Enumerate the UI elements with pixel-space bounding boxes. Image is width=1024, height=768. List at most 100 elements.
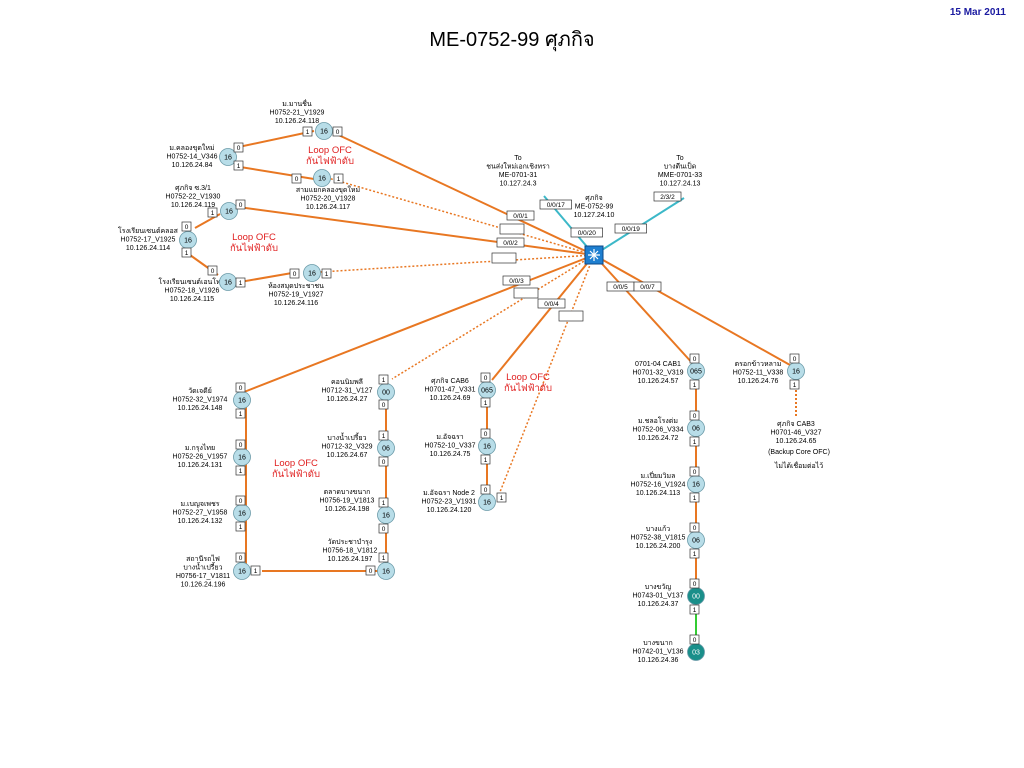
port-box bbox=[235, 552, 246, 563]
port-label: 0 bbox=[382, 459, 386, 466]
node-info-text: H0752-19_V1927 bbox=[269, 292, 324, 299]
port-box bbox=[378, 497, 389, 508]
node-info-text: 10.126.24.197 bbox=[328, 556, 373, 563]
link-hub-cab6 bbox=[491, 254, 595, 381]
node-info-text: H0752-32_V1974 bbox=[173, 397, 228, 404]
node-info-text: H0752-14_V346 bbox=[167, 154, 218, 161]
port-label: 0 bbox=[693, 581, 697, 588]
port-box bbox=[689, 410, 700, 421]
node-info-text: ศุภกิจ ซ.3/1 bbox=[175, 184, 211, 192]
port-label: 1 bbox=[382, 433, 386, 440]
node-badge: 16 bbox=[483, 500, 491, 507]
port-placeholder-box bbox=[558, 310, 584, 322]
node-info-text: 10.126.24.200 bbox=[636, 543, 681, 550]
port-box bbox=[378, 430, 389, 441]
node-badge: 16 bbox=[692, 482, 700, 489]
node-info-text: 10.126.24.72 bbox=[638, 435, 679, 442]
port-box bbox=[321, 268, 332, 279]
port-label: 0 bbox=[369, 568, 373, 575]
port-placeholder-box bbox=[499, 223, 525, 235]
node-badge: 16 bbox=[238, 569, 246, 576]
node-info-text: 10.126.24.115 bbox=[170, 296, 214, 303]
loop-ofc-label: กันไฟฟ้าดับ bbox=[272, 468, 320, 480]
port-box bbox=[689, 604, 700, 615]
port-box bbox=[207, 207, 218, 218]
link-mananchuen-khlongkhut bbox=[233, 130, 315, 149]
port-label: 1 bbox=[306, 129, 310, 136]
node-circle-icon[interactable] bbox=[303, 264, 321, 282]
port-label: 1 bbox=[382, 555, 386, 562]
node-badge: 00 bbox=[382, 390, 390, 397]
port-label: 1 bbox=[693, 495, 697, 502]
node-info-text: 10.126.24.114 bbox=[126, 245, 170, 252]
node-info-text: H0752-20_V1928 bbox=[301, 196, 356, 203]
port-box bbox=[378, 552, 389, 563]
port-label: 1 bbox=[337, 176, 341, 183]
node-info-text: ตลาดบางขนาก bbox=[324, 489, 371, 496]
node-info-text: 10.126.24.198 bbox=[325, 506, 370, 513]
node-circle-icon[interactable] bbox=[220, 202, 238, 220]
node-circle-icon[interactable] bbox=[219, 148, 237, 166]
node-info-text: MME-0701-33 bbox=[658, 172, 702, 179]
port-label: 0/0/20 bbox=[578, 230, 596, 237]
node-badge: 03 bbox=[692, 650, 700, 657]
port-label: 0 bbox=[382, 402, 386, 409]
port-label: 1 bbox=[239, 411, 243, 418]
link-hub-supakit-3-1 bbox=[237, 206, 595, 256]
port-label: 1 bbox=[239, 468, 243, 475]
link-hub-atchara-node2 bbox=[497, 254, 595, 498]
port-box bbox=[689, 548, 700, 559]
node-info-text: บางน้ำเปรี้ยว bbox=[327, 431, 366, 442]
node-info-text: H0752-17_V1925 bbox=[121, 237, 176, 244]
node-info-text: ม.ชลอโรงต่ม bbox=[638, 416, 678, 425]
port-box bbox=[689, 578, 700, 589]
port-label: 1 bbox=[185, 250, 189, 257]
port-label: 0 bbox=[239, 442, 243, 449]
node-badge: 06 bbox=[692, 426, 700, 433]
node-info-text: 10.126.24.37 bbox=[638, 601, 679, 608]
node-info-text: 10.127.24.10 bbox=[574, 212, 615, 219]
port-box bbox=[689, 466, 700, 477]
node-info-text: To bbox=[676, 155, 684, 162]
node-circle-icon[interactable] bbox=[313, 169, 331, 187]
node-badge: 16 bbox=[238, 511, 246, 518]
port-box bbox=[689, 492, 700, 503]
port-label: 0/0/7 bbox=[640, 284, 655, 291]
node-info-text: ม.เบญจเพชร bbox=[181, 501, 220, 508]
node-info-text: 10.126.24.120 bbox=[427, 507, 472, 514]
port-label: 0/0/17 bbox=[547, 202, 565, 209]
node-circle-icon[interactable] bbox=[233, 562, 251, 580]
port-label: 0 bbox=[693, 525, 697, 532]
port-box bbox=[235, 199, 246, 210]
node-circle-icon[interactable] bbox=[377, 562, 395, 580]
node-info-text: H0756-19_V1813 bbox=[320, 498, 375, 505]
port-label: 1 bbox=[239, 280, 243, 287]
port-box bbox=[207, 265, 218, 276]
port-label: 1 bbox=[211, 210, 215, 217]
node-info-text: ตรอกข้าวหลาม bbox=[735, 360, 782, 368]
node-info-text: ม.อัจฉรา Node 2 bbox=[423, 489, 475, 497]
node-badge: 06 bbox=[382, 446, 390, 453]
node-info-text: 10.126.24.76 bbox=[738, 378, 779, 385]
node-info-text: สถานีรถไฟ bbox=[186, 554, 220, 563]
node-badge: 16 bbox=[308, 271, 316, 278]
node-info-text: H0712-32_V329 bbox=[322, 444, 373, 451]
link-hub-samyaek bbox=[327, 177, 595, 256]
node-badge: 16 bbox=[225, 209, 233, 216]
loop-ofc-label: กันไฟฟ้าดับ bbox=[230, 242, 278, 254]
port-label: 2/3/2 bbox=[660, 194, 675, 201]
node-info-text: ME-0701-31 bbox=[499, 172, 538, 179]
node-circle-icon[interactable] bbox=[315, 122, 333, 140]
node-info-text: ม.คลองขุดใหม่ bbox=[169, 143, 214, 152]
node-badge: 16 bbox=[483, 444, 491, 451]
port-label: 0 bbox=[239, 202, 243, 209]
node-badge: 16 bbox=[238, 455, 246, 462]
loop-ofc-label: Loop OFC bbox=[506, 372, 550, 383]
port-label: 0 bbox=[484, 375, 488, 382]
node-info-text: 10.126.24.116 bbox=[274, 300, 318, 307]
node-info-text: บางขวัญ bbox=[645, 583, 672, 591]
node-info-text: 10.126.24.36 bbox=[638, 657, 679, 664]
port-box bbox=[378, 399, 389, 410]
port-box bbox=[537, 298, 566, 309]
hub-switch-arrows-icon bbox=[588, 249, 600, 261]
